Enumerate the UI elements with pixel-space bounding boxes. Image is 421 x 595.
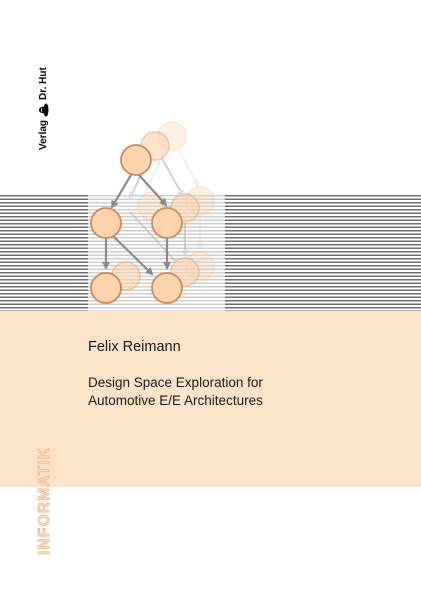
graph-layer-front bbox=[90, 144, 183, 304]
graph-node bbox=[151, 207, 183, 239]
book-title-line-2: Automotive E/E Architectures bbox=[88, 393, 263, 408]
hat-icon bbox=[39, 103, 49, 117]
author-name: Felix Reimann bbox=[88, 339, 181, 355]
graph-node bbox=[151, 272, 183, 304]
title-band bbox=[0, 311, 421, 487]
publisher-logo: Verlag Dr. Hut bbox=[36, 67, 50, 150]
graph-node bbox=[120, 144, 152, 176]
publisher-name-drhut: Dr. Hut bbox=[37, 67, 49, 100]
graph-node bbox=[90, 272, 122, 304]
book-title-line-1: Design Space Exploration for bbox=[88, 375, 263, 390]
publisher-name-verlag: Verlag bbox=[37, 119, 49, 150]
series-label: INFORMATIK bbox=[36, 446, 54, 555]
book-title: Design Space Exploration for Automotive … bbox=[88, 374, 388, 410]
graph-node bbox=[90, 207, 122, 239]
